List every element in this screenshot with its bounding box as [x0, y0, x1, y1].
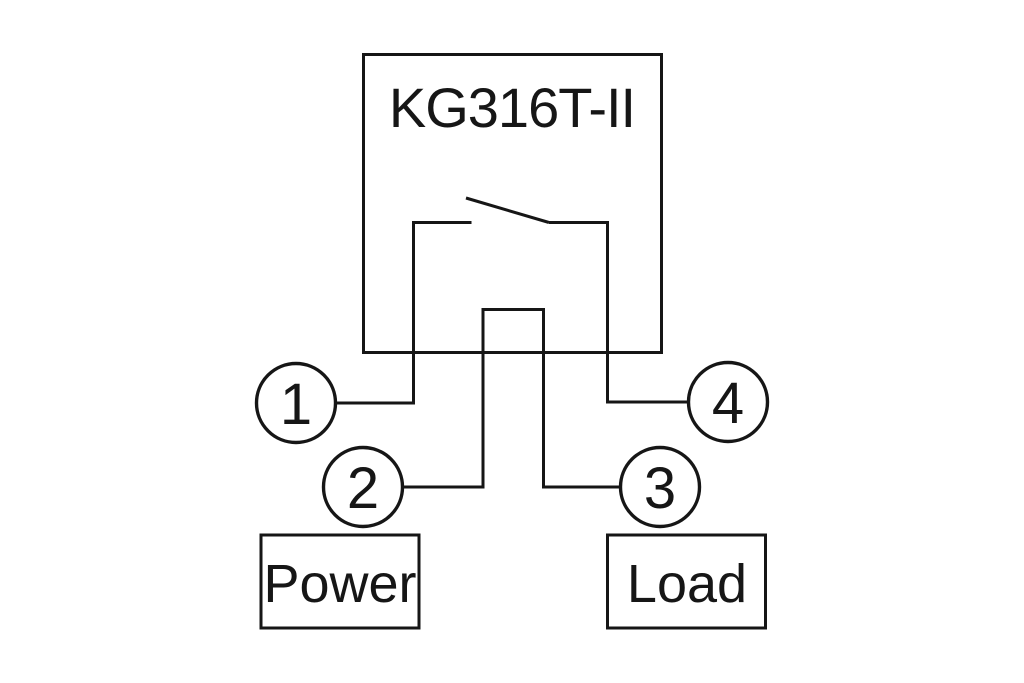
load-box: [606, 533, 767, 630]
power-label: Power: [263, 554, 416, 614]
device-title: KG316T-II: [389, 76, 635, 139]
switch-blade: [465, 196, 550, 224]
terminal-4-label: 4: [712, 371, 744, 436]
terminal-2-circle: [321, 445, 405, 529]
power-box: [259, 533, 421, 630]
terminal-1-label: 1: [280, 372, 312, 437]
terminal-3-circle: [618, 445, 702, 529]
terminal-1-circle: [254, 361, 338, 445]
terminal-4-circle: [686, 360, 770, 444]
wire-terminal1-to-switch: [336, 221, 472, 405]
wire-terminal2-to-terminal3-link: [403, 308, 621, 489]
terminal-3-label: 3: [644, 456, 676, 521]
wire-switch-to-terminal4: [549, 221, 689, 404]
terminal-2-label: 2: [347, 456, 379, 521]
load-label: Load: [627, 554, 747, 614]
device-box: [362, 53, 663, 354]
